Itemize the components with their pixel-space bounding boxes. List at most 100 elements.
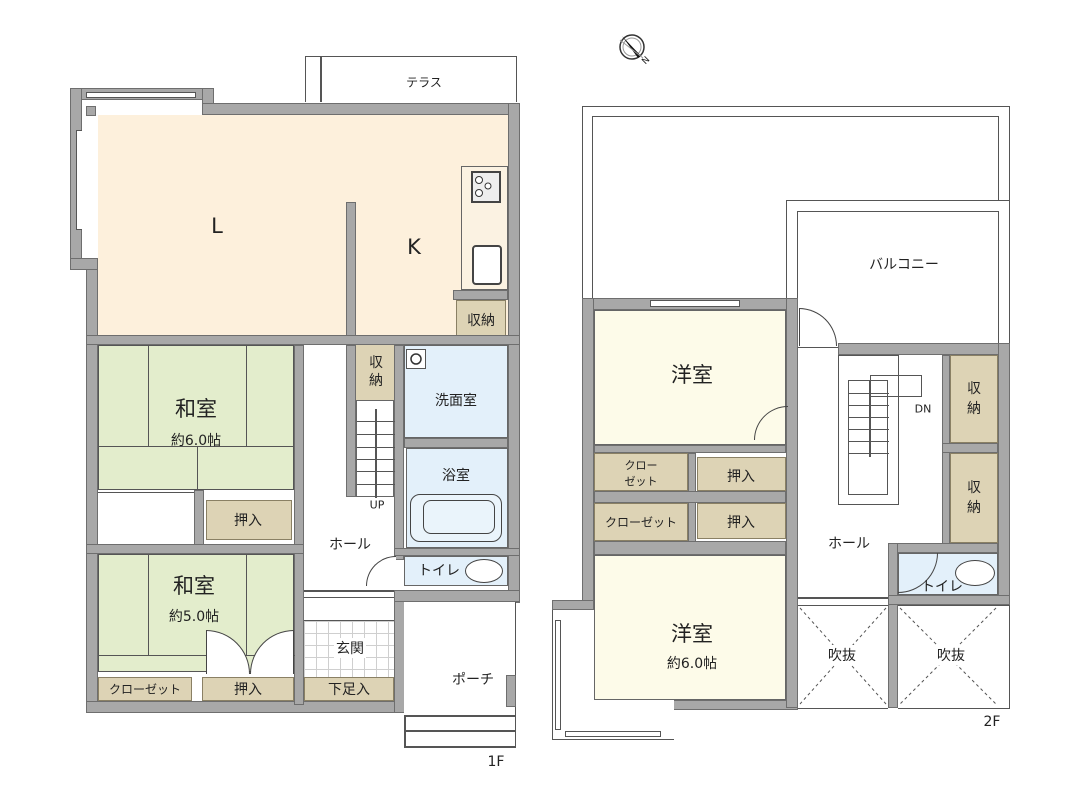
youshitsu-2-closet xyxy=(594,503,688,541)
f2-wall-bottom xyxy=(664,700,798,710)
shoe-storage-label: 下足入 xyxy=(328,682,370,698)
f1-wall-right xyxy=(508,103,520,603)
washing-machine xyxy=(406,349,426,369)
washitsu-5-oshiire xyxy=(202,677,294,701)
f1-step-line xyxy=(304,590,394,592)
youshitsu-2-oshiire xyxy=(697,503,786,539)
f2-wall-toilet-left xyxy=(888,543,898,708)
washitsu-5-size: 約5.0帖 xyxy=(168,609,220,625)
f1-wall-mid xyxy=(86,335,520,345)
terrace-label: テラス xyxy=(406,75,442,90)
f2-void-rail xyxy=(798,597,888,599)
f1-staircase[interactable] xyxy=(356,400,395,498)
f2-bay-window-bottom xyxy=(565,731,661,737)
floor-2-label: 2F xyxy=(983,714,1001,730)
f1-wall-between-washitsu xyxy=(86,544,304,554)
f2-wall-youshitsu-right xyxy=(786,298,798,708)
f1-wall-bath-toilet xyxy=(394,548,520,556)
f1-top-window xyxy=(86,92,196,98)
f2-wall-storage-mid xyxy=(942,443,998,453)
youshitsu-1-name: 洋室 xyxy=(671,363,713,387)
youshitsu-1-oshiire-label: 押入 xyxy=(727,469,755,485)
f2-hall-label: ホール xyxy=(828,536,870,552)
washitsu-6-engawa xyxy=(98,492,194,544)
washitsu-6 xyxy=(98,345,295,491)
porch-label: ポーチ xyxy=(452,672,494,688)
f1-wall-left xyxy=(86,258,98,713)
compass: N xyxy=(617,32,652,67)
youshitsu-1-closet-line1: クロー xyxy=(624,459,658,472)
youshitsu-2-closet-label: クローゼット xyxy=(604,515,678,530)
f2-toilet-label: トイレ xyxy=(921,579,963,595)
f1-toilet-bowl xyxy=(465,559,503,583)
washitsu-6-oshiire xyxy=(206,500,292,540)
washitsu-5-closet-label: クローゼット xyxy=(108,682,182,697)
porch-step-1 xyxy=(404,715,516,717)
porch-step-3 xyxy=(404,746,516,748)
f2-wall-right xyxy=(998,343,1010,603)
f1-wall-oshiire-left xyxy=(194,490,204,546)
balcony-label: バルコニー xyxy=(869,257,939,273)
f2-staircase[interactable] xyxy=(848,380,889,495)
washitsu-5-name: 和室 xyxy=(173,574,215,598)
youshitsu-1-closet xyxy=(594,453,688,491)
porch-left-edge xyxy=(404,715,406,748)
f1-bay-floor xyxy=(82,100,98,258)
bathroom-label: 浴室 xyxy=(442,468,470,484)
washroom-label: 洗面室 xyxy=(435,393,477,409)
stair-wall-left xyxy=(346,345,356,497)
stair-storage xyxy=(356,345,394,400)
void-2-label: 吹抜 xyxy=(937,645,965,665)
f1-wall-washitsu-right xyxy=(294,345,304,705)
f2-wall-closets-top xyxy=(594,445,786,453)
porch xyxy=(404,602,516,748)
f2-wall-left xyxy=(582,298,594,610)
f2-top-window xyxy=(650,300,740,307)
f2-storage-2-label: 収納 xyxy=(967,480,981,516)
f1-wall-bottom xyxy=(86,701,406,713)
washitsu-6-name: 和室 xyxy=(175,397,217,421)
youshitsu-1-oshiire xyxy=(697,457,786,491)
f2-landing xyxy=(870,375,922,397)
f1-toilet-label: トイレ xyxy=(418,563,460,579)
washitsu-6-size: 約6.0帖 xyxy=(170,433,222,449)
washitsu-6-oshiire-label: 押入 xyxy=(234,513,262,529)
genkan-label: 玄関 xyxy=(334,638,366,658)
f1-bay-floor-top xyxy=(82,100,202,115)
stair-up-label: UP xyxy=(369,498,385,512)
f2-wall-toilet-bottom xyxy=(888,595,1010,605)
f2-toilet-bowl xyxy=(955,560,995,586)
kitchen-storage-wall xyxy=(453,290,508,300)
porch-post xyxy=(506,675,516,707)
youshitsu-2-name: 洋室 xyxy=(671,622,713,646)
floor-1-label: 1F xyxy=(487,754,505,770)
compass-north-icon xyxy=(619,34,645,60)
youshitsu-1-closet-line2: ゼット xyxy=(624,475,658,488)
f2-wall-closets-bottom xyxy=(594,541,786,555)
f2-wall-storage-bottom xyxy=(888,543,998,553)
f1-wall-porch-top xyxy=(394,590,520,602)
lk-partition xyxy=(346,202,356,337)
porch-step-2 xyxy=(404,730,516,732)
f2-bay-window-left xyxy=(555,620,561,730)
living-dining-kitchen xyxy=(98,115,508,337)
kitchen-label: K xyxy=(407,235,421,259)
kitchen-sink xyxy=(472,245,502,285)
youshitsu-2-size: 約6.0帖 xyxy=(666,656,718,672)
void-1-label: 吹抜 xyxy=(828,645,856,665)
f1-wall-washroom-bath xyxy=(404,438,508,448)
f1-wall-left-jog xyxy=(70,258,98,270)
f1-hall-label: ホール xyxy=(329,537,371,553)
kitchen-storage xyxy=(456,300,506,337)
terrace xyxy=(305,56,517,102)
washing-machine-icon xyxy=(410,353,422,365)
youshitsu-1 xyxy=(594,310,786,445)
shoe-storage xyxy=(304,677,394,701)
stair-wall-right xyxy=(394,345,404,560)
youshitsu-2-oshiire-label: 押入 xyxy=(727,515,755,531)
kitchen-storage-label: 収納 xyxy=(467,313,495,329)
f2-storage-1 xyxy=(950,355,998,443)
washitsu-5-oshiire-label: 押入 xyxy=(234,682,262,698)
washitsu-5-closet xyxy=(98,677,192,701)
stair-storage-label: 収納 xyxy=(369,355,383,389)
